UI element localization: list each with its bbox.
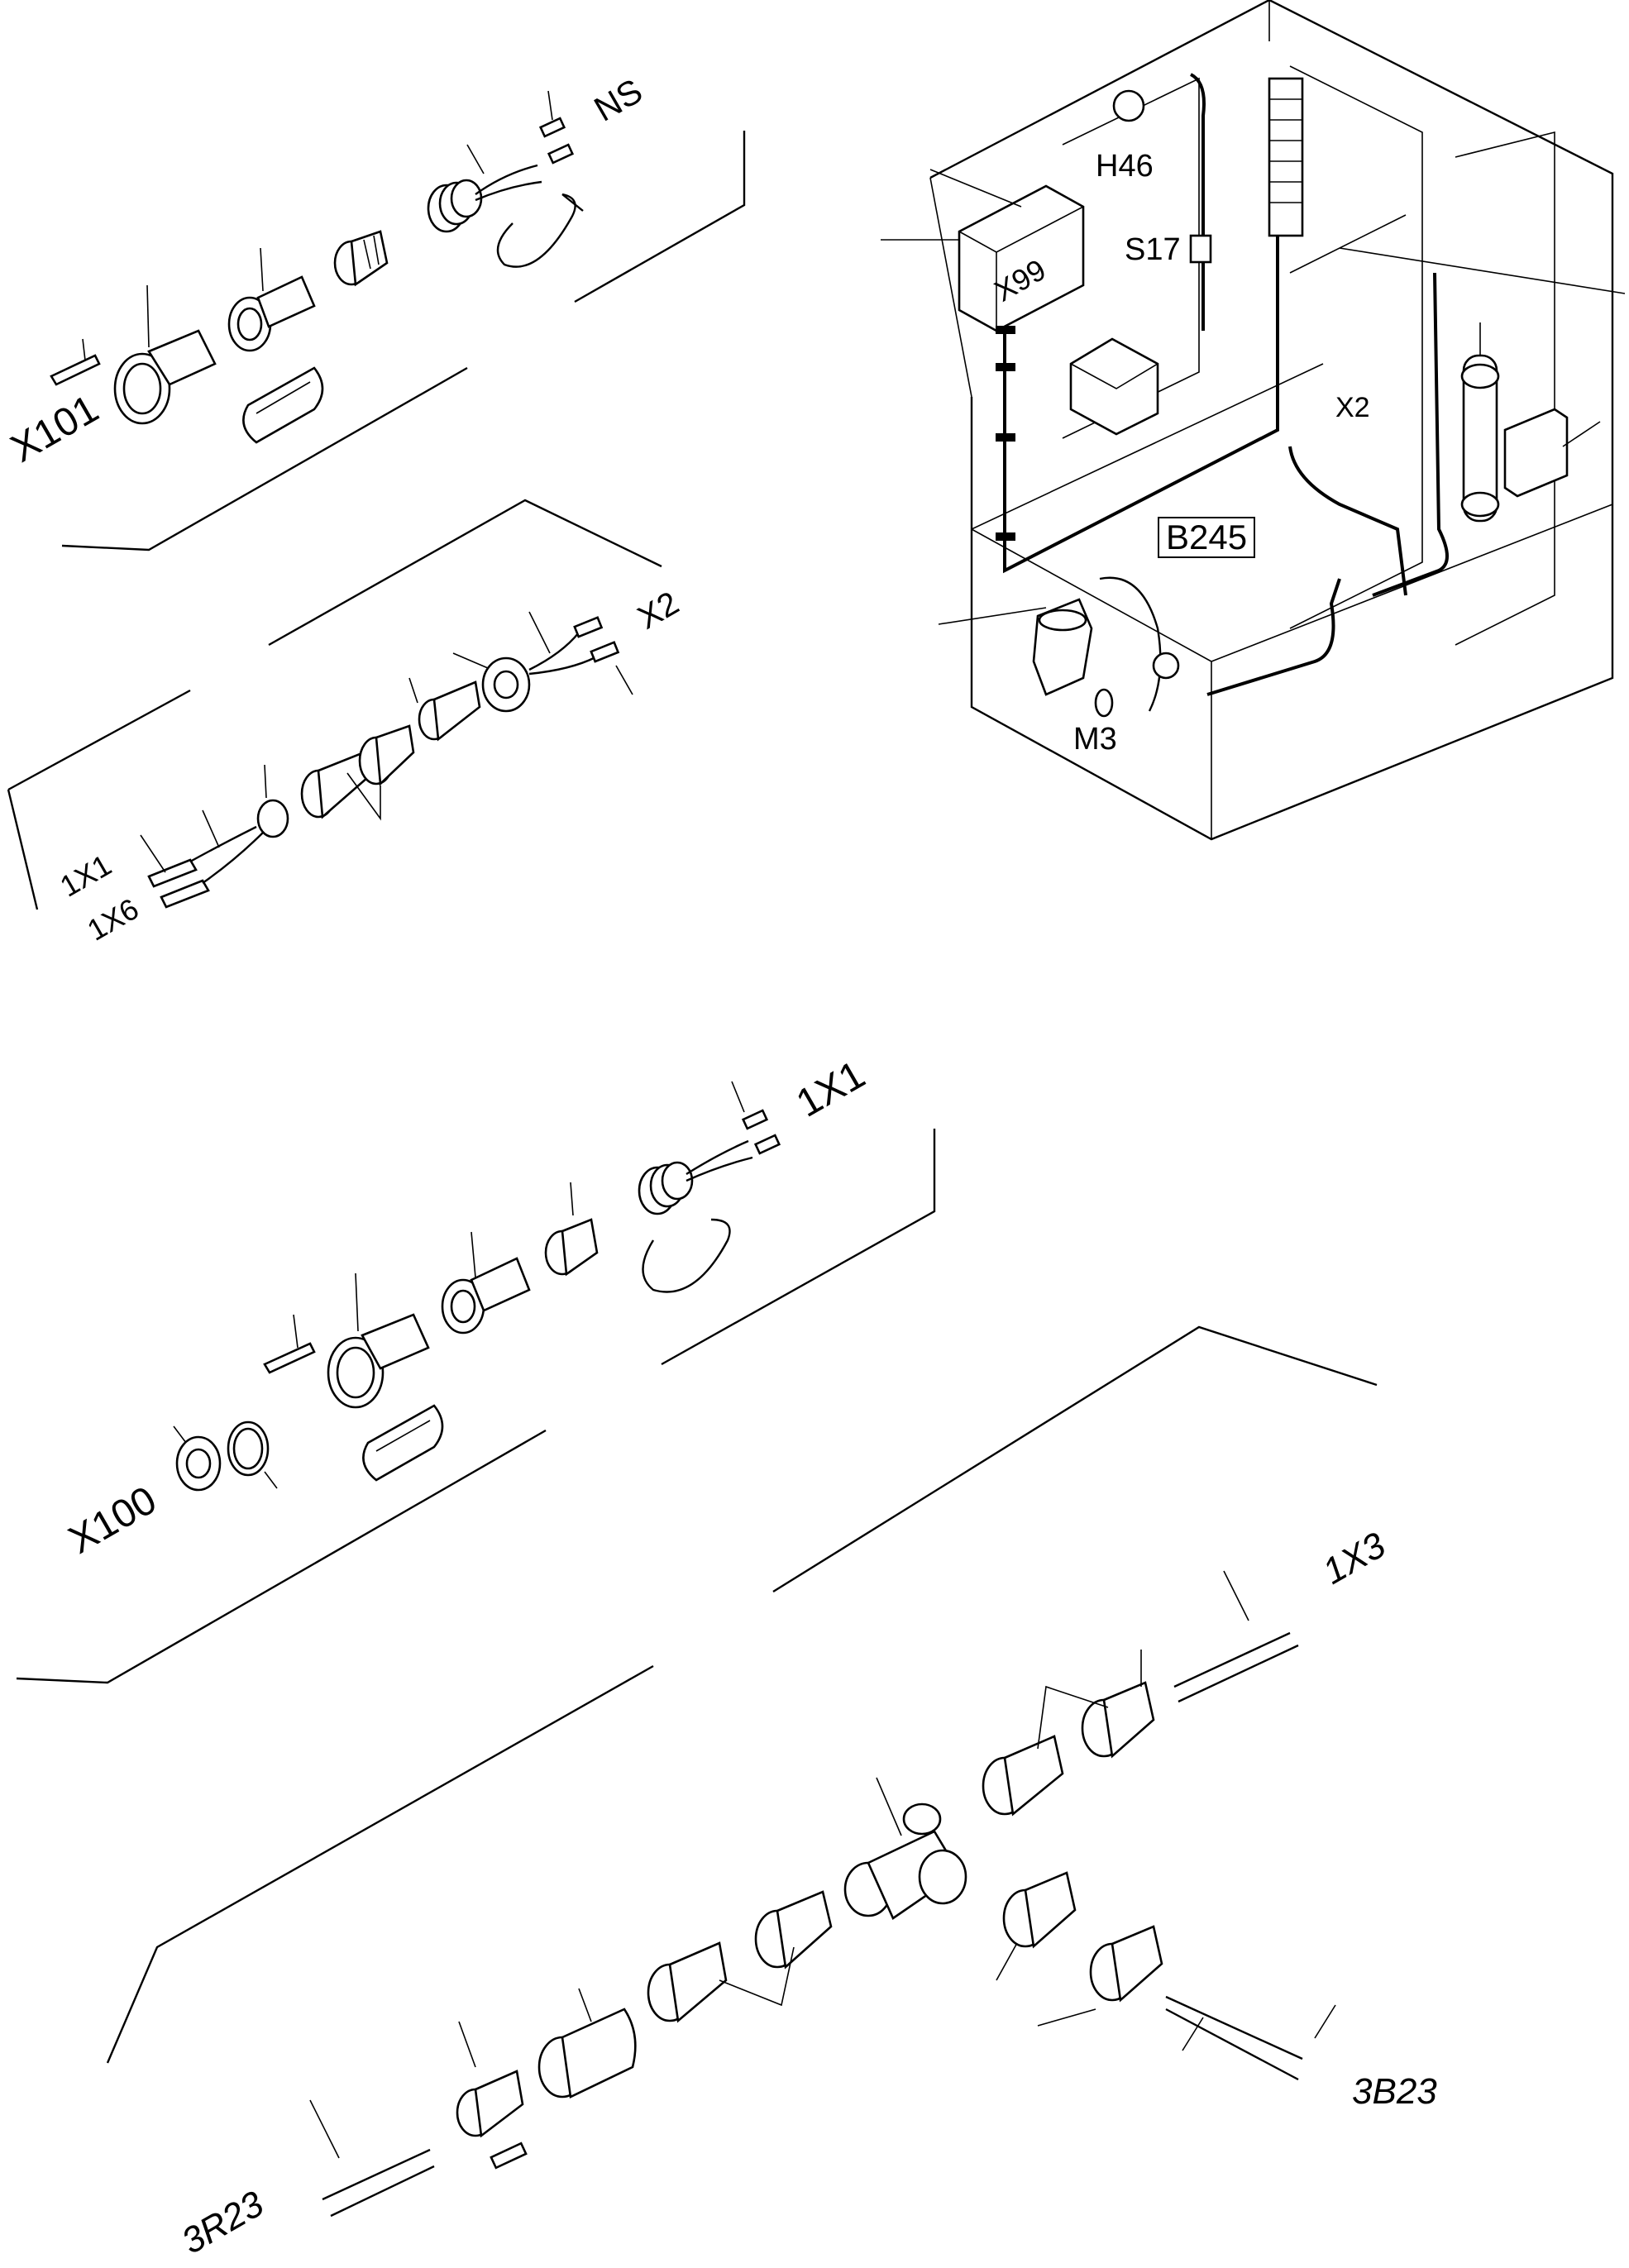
label-x2-cabinet: X2 <box>1335 392 1370 423</box>
x101-connector-kit <box>50 90 746 551</box>
label-b245: B245 <box>1158 517 1256 558</box>
cabinet-assembly <box>881 0 1626 841</box>
x100-connector-kit <box>16 1081 936 1684</box>
label-m3: M3 <box>1073 722 1117 757</box>
label-3b23: 3B23 <box>1352 2071 1437 2112</box>
t-junction-kit <box>106 1325 1378 2218</box>
label-h46: H46 <box>1096 149 1154 184</box>
x2-connector-kit <box>7 499 662 910</box>
label-s17: S17 <box>1125 232 1181 267</box>
